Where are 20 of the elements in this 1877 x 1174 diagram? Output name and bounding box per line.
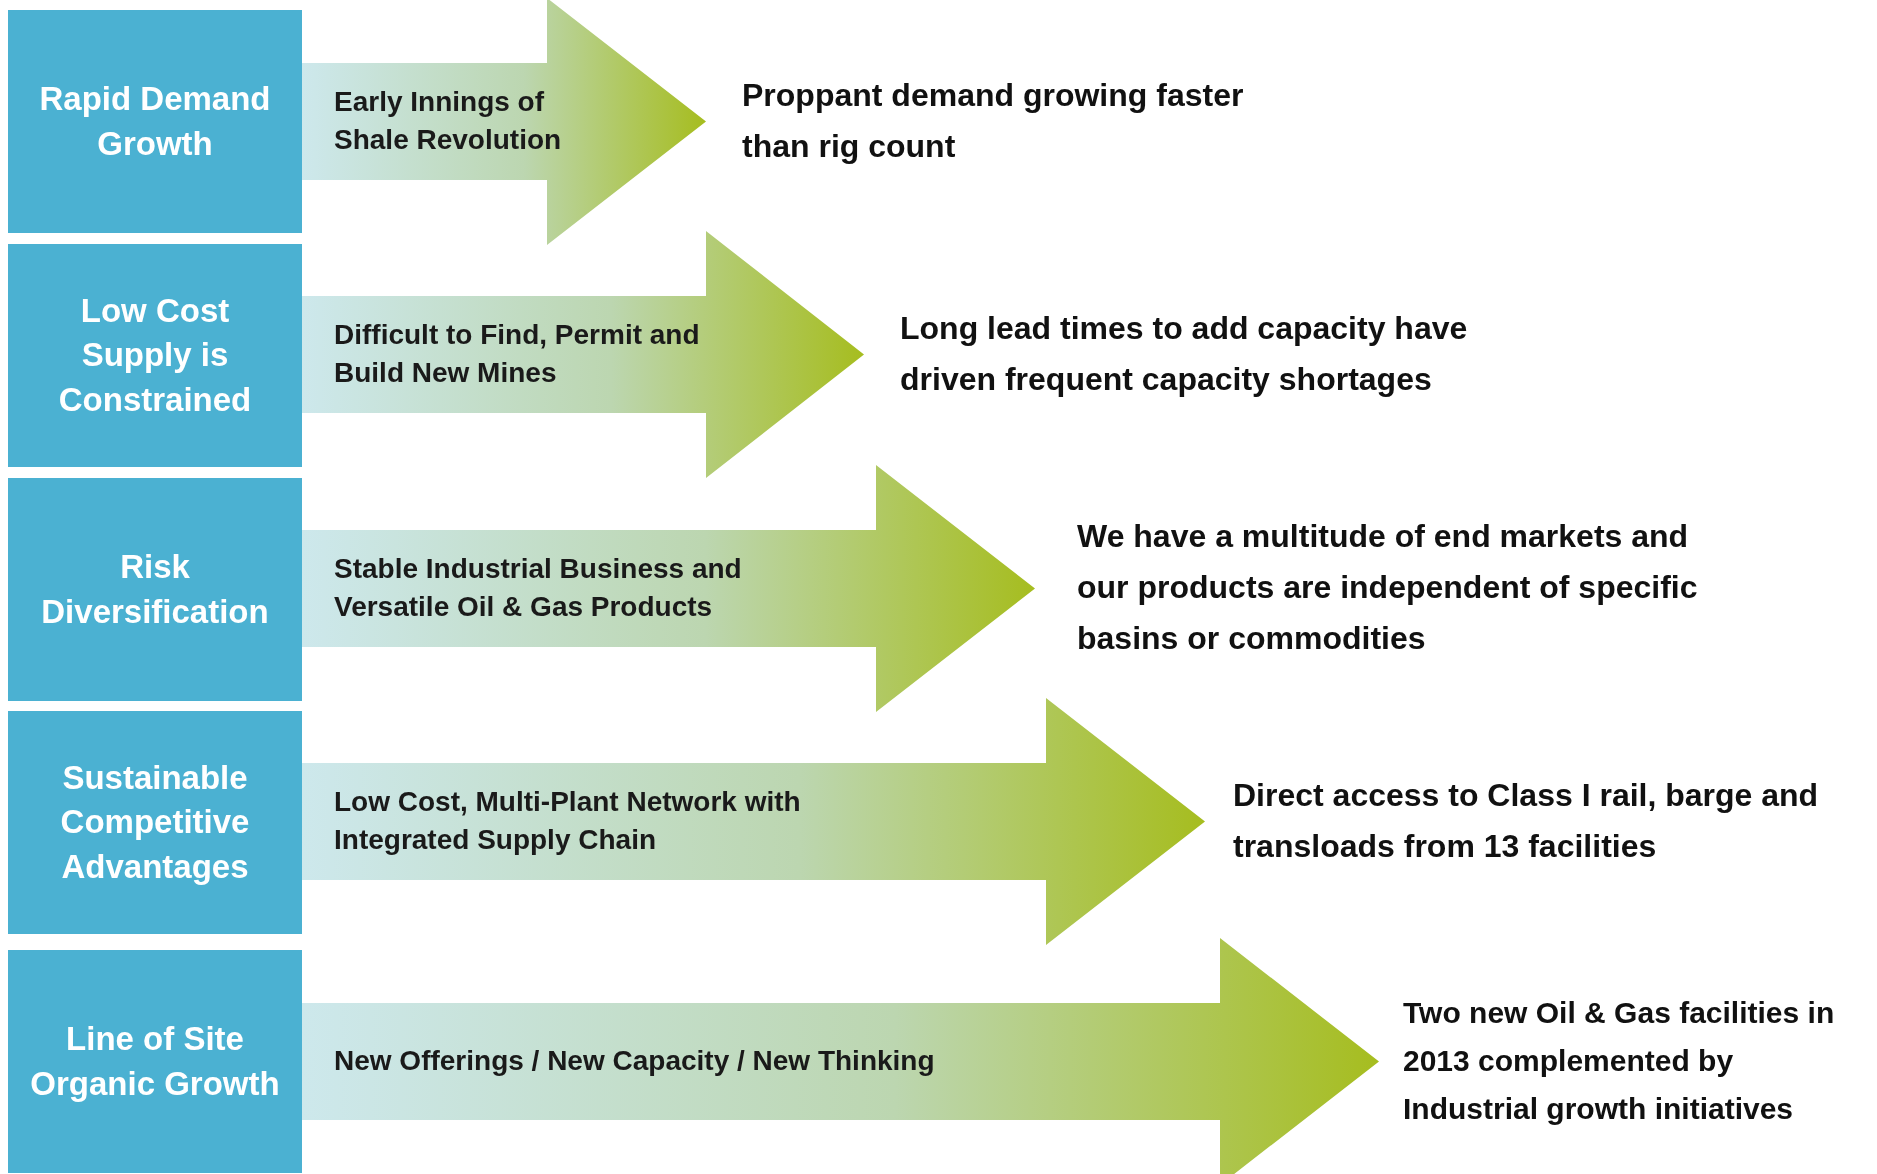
category-box: Line of Site Organic Growth	[8, 950, 302, 1173]
description-text: Proppant demand growing faster than rig count	[742, 75, 1245, 166]
arrow-banner	[302, 230, 864, 478]
arrow-text: Low Cost, Multi-Plant Network with Integrated Supply Chain	[334, 785, 802, 857]
description-text: Long lead times to add capacity have driven frequent capacity shortages	[900, 308, 1469, 399]
category-box: Low Cost Supply is Constrained	[8, 244, 302, 467]
arrow-banner	[302, 0, 706, 245]
arrow-text: Stable Industrial Business and Versatile Oil & Gas Products	[334, 552, 743, 624]
description-text: We have a multitude of end markets and our products are independent of specific basins or commodities	[1077, 517, 1699, 659]
arrow-text: Difficult to Find, Permit and Build New Mines	[334, 318, 701, 390]
description-text: Two new Oil & Gas facilities in 2013 complemented by Industrial growth initiatives	[1403, 995, 1836, 1127]
arrow-text: New Offerings / New Capacity / New Thinking	[334, 1044, 936, 1079]
description-text: Direct access to Class I rail, barge and transloads from 13 facilities	[1233, 775, 1820, 866]
category-box: Sustainable Competitive Advantages	[8, 711, 302, 934]
category-box: Rapid Demand Growth	[8, 10, 302, 233]
arrow-banner	[302, 464, 1035, 712]
category-box: Risk Diversification	[8, 478, 302, 701]
arrow-banner	[302, 697, 1205, 945]
arrow-banner	[302, 937, 1379, 1174]
arrow-text: Early Innings of Shale Revolution	[334, 85, 563, 157]
